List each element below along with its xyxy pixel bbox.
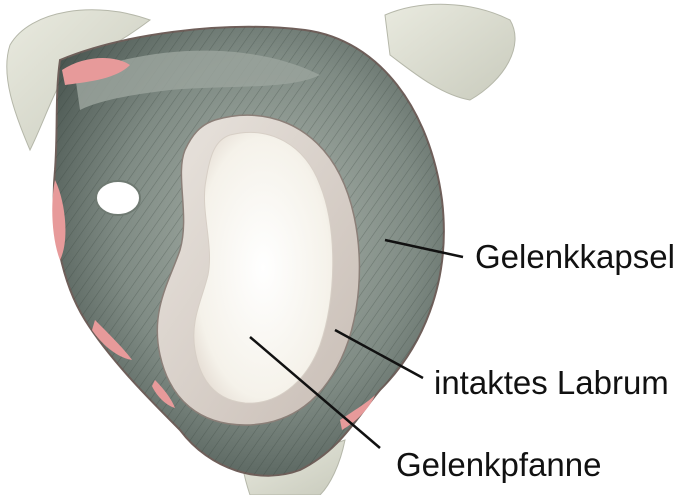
coracoid-bone bbox=[385, 4, 515, 100]
glenoid-socket bbox=[194, 132, 333, 403]
label-intact-labrum: intaktes Labrum bbox=[434, 366, 669, 399]
label-glenoid-socket: Gelenkpfanne bbox=[396, 448, 602, 481]
capsule-opening bbox=[96, 181, 140, 215]
label-joint-capsule: Gelenkkapsel bbox=[475, 240, 675, 273]
